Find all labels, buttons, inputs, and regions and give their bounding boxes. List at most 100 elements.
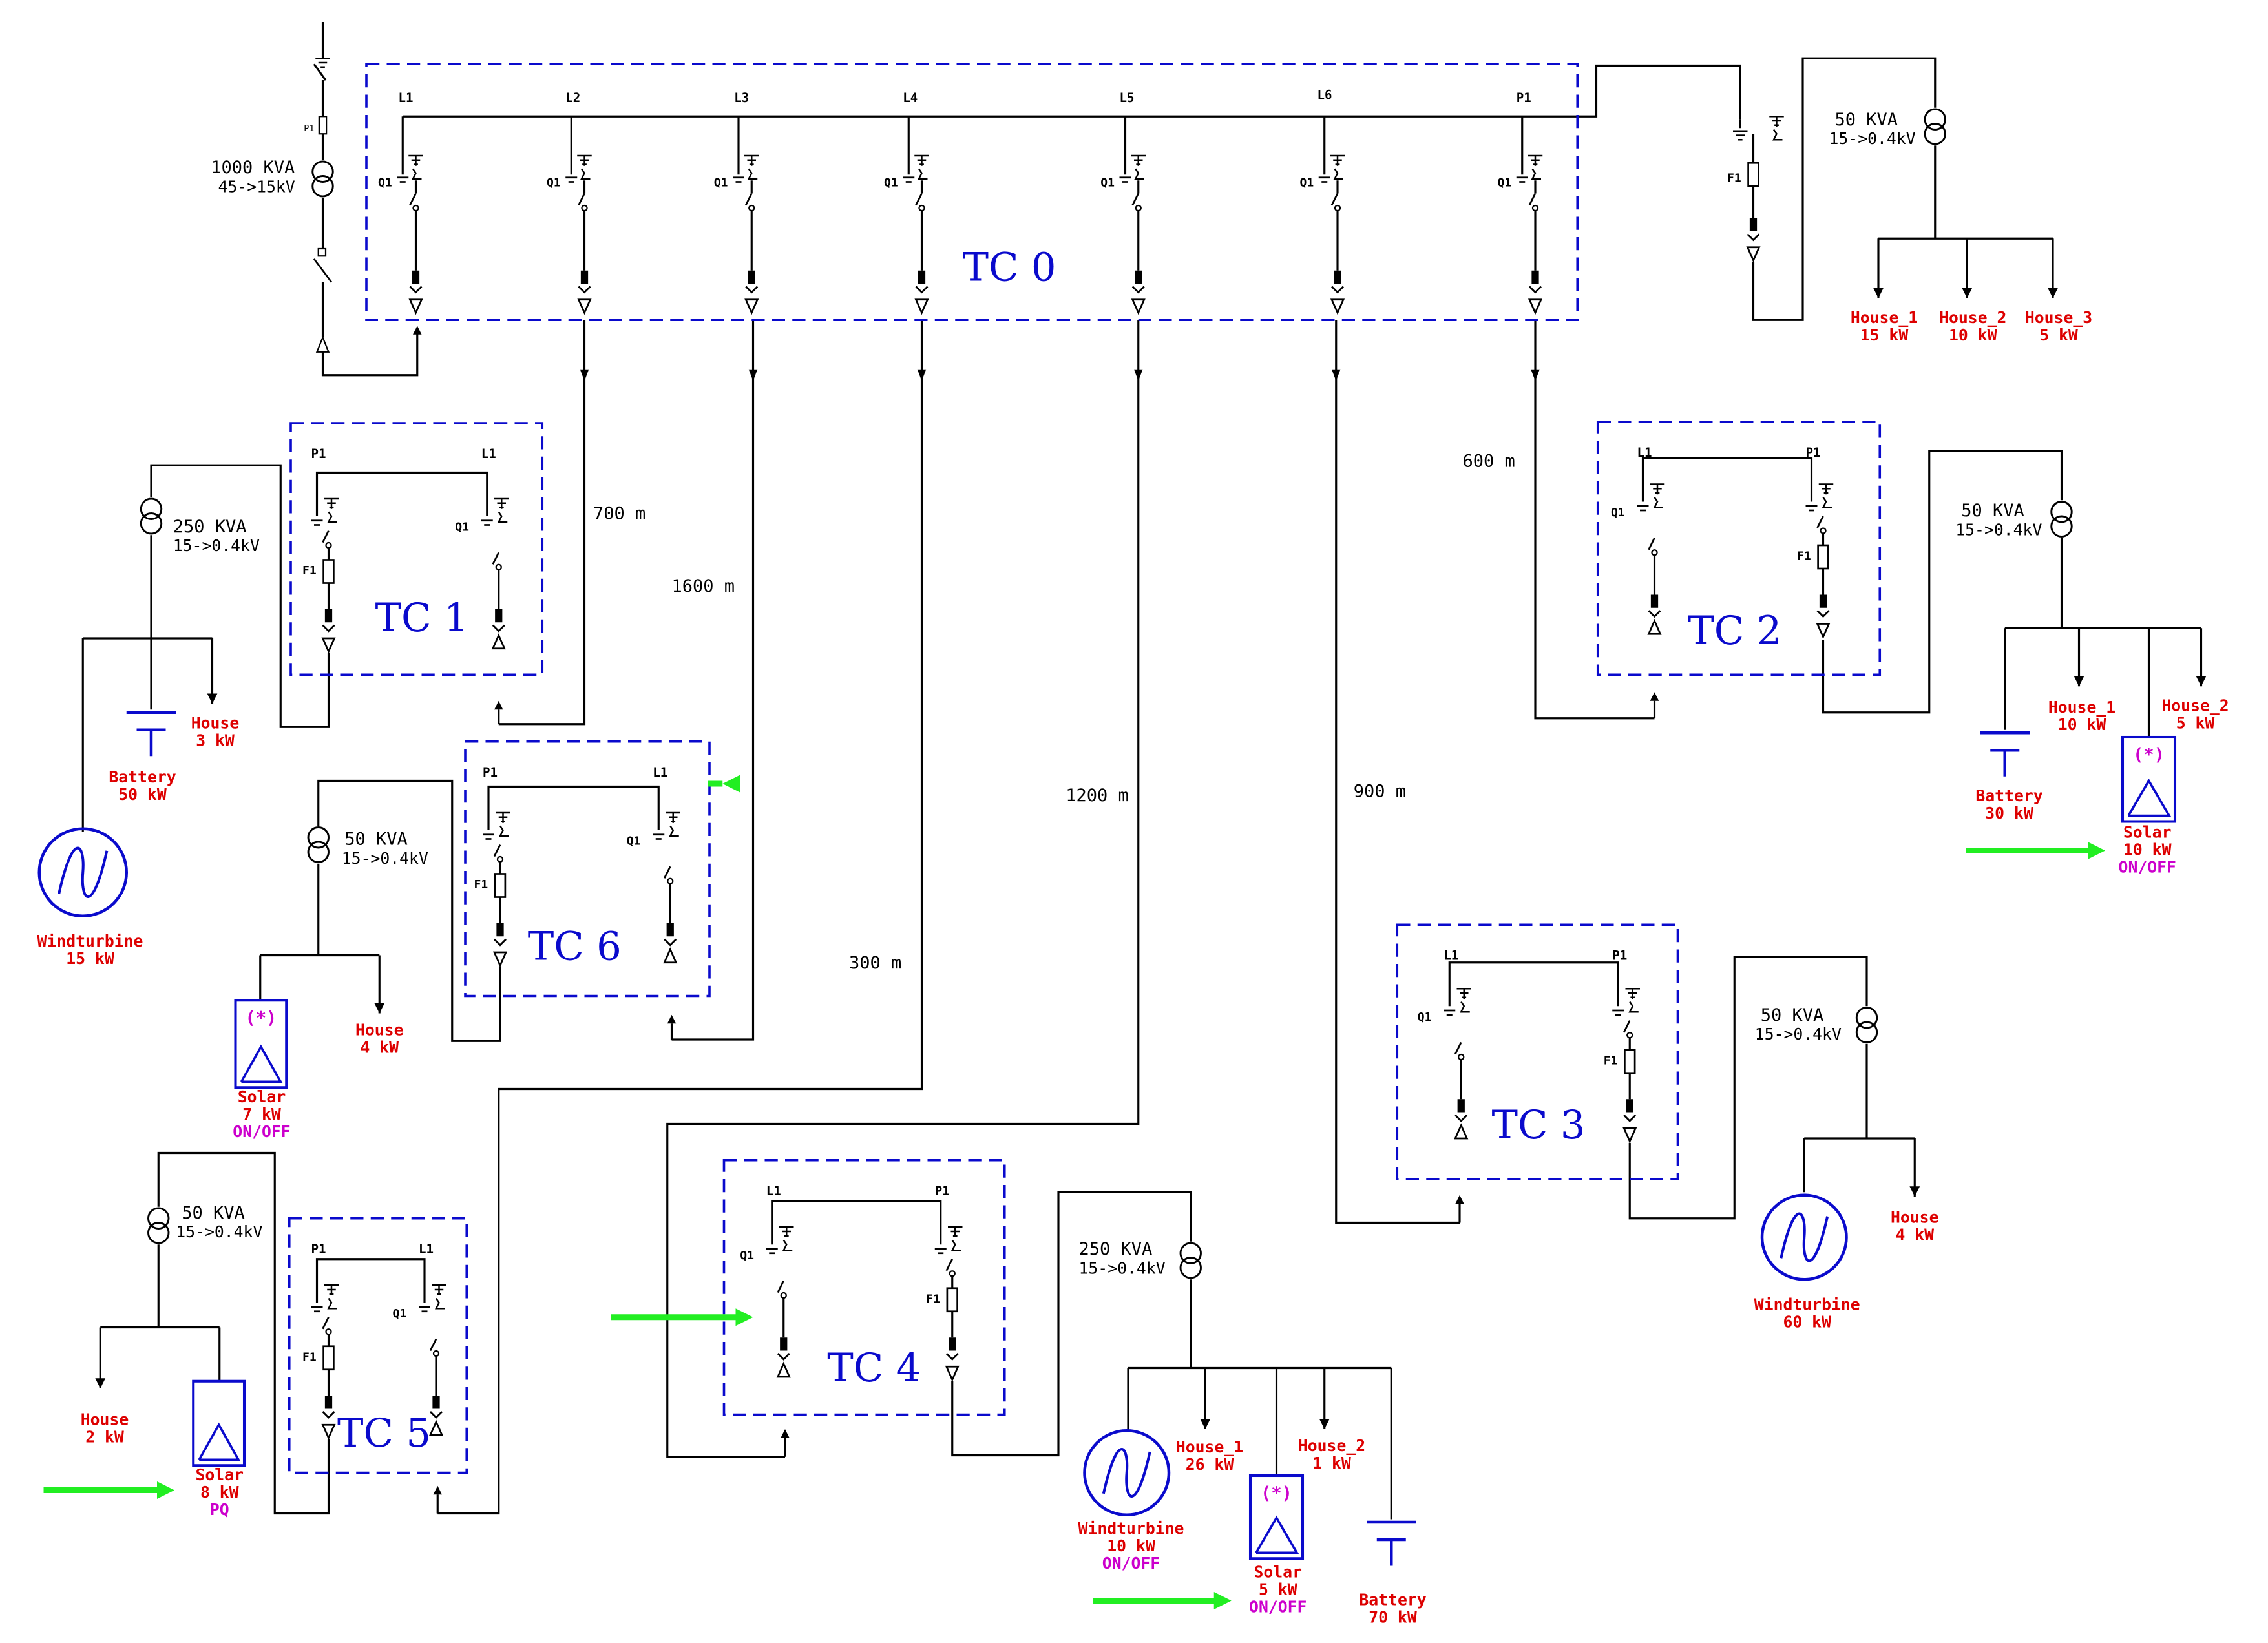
cable-tc5 bbox=[437, 320, 923, 1515]
solar-star-icon: (*) bbox=[1261, 1483, 1292, 1503]
switch-blade bbox=[492, 552, 499, 565]
tc0-house2-kw: 10 kW bbox=[1949, 326, 1997, 344]
tc2-box bbox=[1596, 420, 1882, 676]
connector-icon bbox=[1531, 270, 1539, 284]
arrow-down-icon bbox=[748, 369, 758, 381]
grid-to-tc0 bbox=[321, 331, 419, 377]
load-arrow-icon bbox=[2196, 676, 2207, 687]
connector-icon bbox=[777, 1353, 790, 1361]
tc6-box bbox=[464, 740, 711, 998]
connector-icon bbox=[744, 298, 759, 315]
load-arrow-icon bbox=[95, 1378, 106, 1388]
f1-label: F1 bbox=[1727, 172, 1741, 185]
connector-icon bbox=[776, 1361, 791, 1378]
transformer-icon bbox=[1179, 1242, 1202, 1264]
connector-icon bbox=[1819, 594, 1827, 608]
earth-switch-icon bbox=[327, 511, 337, 523]
q1-label: Q1 bbox=[378, 176, 392, 189]
tc5-box bbox=[288, 1217, 468, 1474]
connector-icon bbox=[1816, 610, 1830, 618]
arrow-up-icon bbox=[667, 1014, 677, 1024]
connector-icon bbox=[432, 1396, 440, 1409]
arrow-up-icon bbox=[1455, 1195, 1464, 1204]
green-arrow-head bbox=[157, 1481, 174, 1499]
switch-blade bbox=[664, 866, 671, 879]
f1-label: F1 bbox=[1797, 550, 1811, 563]
q1-label: Q1 bbox=[714, 176, 728, 189]
earth-switch-icon bbox=[917, 168, 928, 180]
tc2-left-label: L1 bbox=[1637, 445, 1652, 460]
p1-label: P1 bbox=[304, 123, 314, 134]
switch-blade bbox=[1454, 1041, 1462, 1055]
tc0-label-l3: L3 bbox=[734, 90, 749, 105]
tc5-bus bbox=[315, 1258, 426, 1303]
symbols: (*)(*)(*) bbox=[37, 58, 2207, 1609]
earth-switch-icon bbox=[327, 1297, 337, 1310]
tc5-solar-kw: 8 kW bbox=[200, 1483, 239, 1502]
tc4-solar-name: Solar bbox=[1254, 1563, 1302, 1582]
tc4-house2-kw: 1 kW bbox=[1312, 1454, 1351, 1472]
solar-triangle bbox=[2127, 778, 2172, 817]
tc1-wind-name: Windturbine bbox=[37, 932, 143, 950]
tc6-to-trafo bbox=[317, 779, 501, 1042]
switch-contact bbox=[1626, 1032, 1633, 1039]
connector-icon bbox=[1647, 618, 1662, 635]
connector-icon bbox=[1330, 298, 1345, 315]
connector-icon bbox=[1331, 286, 1344, 294]
tc4-wind-name: Windturbine bbox=[1078, 1519, 1184, 1538]
earth-switch-icon bbox=[1460, 1001, 1470, 1013]
q1-label: Q1 bbox=[1498, 176, 1512, 189]
tc2-house2-name: House_2 bbox=[2161, 696, 2229, 715]
fuse-icon bbox=[1747, 162, 1759, 187]
load-arrow-icon bbox=[1200, 1419, 1211, 1429]
switch-blade bbox=[1816, 516, 1824, 528]
tc1-right-label: L1 bbox=[481, 446, 496, 461]
tc2-right-label: P1 bbox=[1806, 445, 1821, 460]
fuse-icon bbox=[322, 1345, 335, 1371]
transformer-icon bbox=[311, 175, 334, 198]
connector-icon bbox=[577, 298, 592, 315]
connector-icon bbox=[1626, 1099, 1633, 1113]
tc4-wind-mode: ON/OFF bbox=[1102, 1554, 1160, 1573]
connector-icon bbox=[495, 609, 503, 623]
switch-contact bbox=[495, 563, 502, 570]
switch-contact bbox=[1135, 204, 1142, 212]
tc5-to-trafo bbox=[157, 1151, 330, 1515]
tc4-to-trafo bbox=[951, 1191, 1192, 1457]
substation-boxes bbox=[288, 63, 1882, 1474]
tc1-transformer-rating: 250 KVA bbox=[173, 517, 247, 537]
transformer-icon bbox=[1924, 108, 1946, 131]
tc3-house-name: House bbox=[1891, 1208, 1939, 1227]
tc2-house1-kw: 10 kW bbox=[2058, 715, 2106, 734]
connector-icon bbox=[492, 624, 505, 633]
tc3-box bbox=[1396, 923, 1679, 1180]
tc4-house2-name: House_2 bbox=[1298, 1436, 1365, 1455]
tc1-transformer-ratio: 15->0.4kV bbox=[173, 536, 260, 555]
switch-blade bbox=[1623, 1020, 1631, 1033]
tc0-busbar bbox=[403, 64, 1741, 120]
load-arrow-icon bbox=[1873, 288, 1884, 298]
connector-icon bbox=[1746, 246, 1761, 263]
earth-switch-icon bbox=[1772, 129, 1783, 141]
transformer-icon bbox=[1924, 123, 1946, 145]
earth-switch-icon bbox=[782, 1239, 793, 1251]
connector-icon bbox=[321, 637, 336, 654]
switch-blade bbox=[409, 193, 417, 206]
transformer-icon bbox=[2050, 501, 2073, 523]
q1-label: Q1 bbox=[627, 835, 641, 848]
connector-icon bbox=[580, 270, 589, 284]
switch-blade bbox=[1330, 193, 1339, 206]
solar-triangle bbox=[1255, 1515, 1299, 1554]
tc0-feeder-labels: L1 L2 L3 L4 L5 L6 P1 bbox=[399, 87, 1531, 105]
switch-blade bbox=[1528, 193, 1537, 206]
f1-label: F1 bbox=[302, 1350, 317, 1364]
connector-icon bbox=[321, 1423, 336, 1440]
fuse-icon bbox=[322, 559, 335, 584]
tc0-transformer-rating: 50 KVA bbox=[1835, 110, 1898, 130]
arrow-down-icon bbox=[1531, 369, 1540, 381]
cable-tc6 bbox=[671, 320, 755, 1041]
f1-label: F1 bbox=[1604, 1054, 1618, 1067]
tc1-bus bbox=[315, 471, 488, 516]
tc4-house1-kw: 26 kW bbox=[1186, 1455, 1234, 1474]
transformer-icon bbox=[140, 512, 163, 535]
